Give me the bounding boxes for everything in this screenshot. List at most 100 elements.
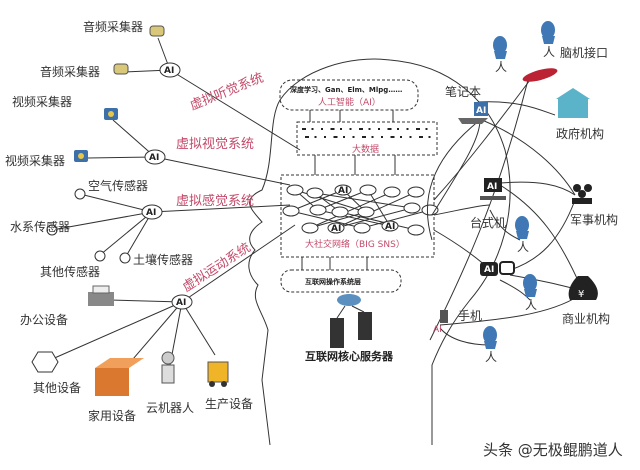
government-building-icon (556, 88, 590, 118)
bci-headset-icon (522, 68, 558, 82)
big-data-dots (302, 128, 431, 138)
data-dot (305, 136, 309, 138)
ai-layer-label: 人工智能（AI） (318, 96, 381, 108)
sensor-node-air (74, 188, 86, 200)
sns-ai-node (334, 184, 352, 196)
sns-node (407, 224, 425, 236)
sns-node (309, 204, 327, 216)
data-dot (397, 128, 399, 130)
sns-node (359, 184, 377, 196)
robot-icon (161, 351, 175, 384)
sns-box (280, 174, 435, 258)
system-vision: 虚拟视觉系统 (176, 137, 254, 152)
sns-ai-node-label: AI (331, 224, 341, 234)
hexagon-icon (31, 351, 59, 373)
person-icon: 人 (493, 36, 507, 74)
label-person: 人 (543, 45, 555, 59)
label-water-sensor: 水系传感器 (10, 219, 70, 234)
sns-ai-node (381, 220, 399, 232)
sns-ai-node (327, 222, 345, 234)
forklift-icon (207, 361, 229, 387)
data-dot (419, 136, 423, 138)
svg-text:AI: AI (484, 265, 494, 275)
data-dot (387, 128, 392, 130)
label-laptop: 笔记本 (445, 84, 481, 99)
head-outline (248, 58, 511, 446)
label-air-sensor: 空气传感器 (88, 178, 148, 193)
watermark: 头条 @无极鲲鹏道人 (483, 441, 623, 459)
data-dot (333, 136, 338, 138)
sns-label: 大社交网络（BIG SNS） (305, 238, 405, 250)
sns-link (361, 209, 431, 229)
left-connections (49, 37, 301, 381)
sns-link (309, 191, 393, 229)
system-motion: 虚拟运动系统 (180, 240, 254, 295)
data-dot (378, 128, 380, 130)
system-hearing: 虚拟听觉系统 (188, 71, 266, 114)
big-data-box (296, 121, 438, 156)
sns-node (301, 222, 319, 234)
sns-node (282, 205, 300, 217)
box-icon (95, 358, 144, 396)
data-dot (428, 136, 431, 138)
sensor-node-other (94, 250, 106, 262)
data-dot (390, 136, 395, 138)
label-soil-sensor: 土壤传感器 (133, 252, 193, 267)
label-person: 人 (495, 60, 507, 74)
sns-node (383, 186, 401, 198)
hub-sensing: AI (141, 204, 163, 220)
label-video-1: 视频采集器 (12, 94, 72, 109)
person-icon: 人 (483, 326, 497, 364)
label-home-device: 家用设备 (88, 408, 136, 423)
ai-methods-text: 深度学习、Gan、Elm、Mlpg…… (290, 85, 402, 94)
svg-text:AI: AI (164, 66, 174, 76)
label-commerce: 商业机构 (562, 311, 610, 326)
data-dot (371, 136, 374, 138)
os-layer-box (280, 269, 402, 293)
label-person: 人 (517, 240, 529, 254)
sns-link (290, 210, 363, 229)
data-dot (340, 128, 342, 130)
data-dot (324, 136, 326, 138)
svg-text:AI: AI (146, 208, 156, 218)
svg-text:AI: AI (487, 182, 497, 192)
data-dot (381, 136, 383, 138)
label-office-device: 办公设备 (20, 312, 68, 327)
audio-collector-icon (113, 63, 129, 75)
camera-icon (74, 150, 88, 162)
hub-vision: AI (144, 149, 166, 165)
right-connections (426, 79, 581, 346)
sns-link (290, 189, 344, 212)
label-audio-2: 音频采集器 (40, 64, 100, 79)
data-dot (321, 128, 323, 130)
label-audio-1: 音频采集器 (83, 19, 143, 34)
svg-text:AI: AI (176, 298, 186, 308)
sns-node (306, 187, 324, 199)
data-dot (330, 128, 335, 130)
ai-layer-box (279, 79, 419, 111)
data-dot (368, 128, 371, 130)
data-dot (400, 136, 402, 138)
label-person: 人 (485, 350, 497, 364)
person-icon: 人 (541, 21, 555, 59)
printer-icon (88, 285, 114, 306)
router-icon (337, 294, 361, 306)
audio-collector-icon (149, 25, 165, 37)
sns-link (317, 189, 369, 211)
sns-link (335, 207, 413, 229)
sns-link (294, 189, 367, 213)
money-bag-icon: ¥ (568, 276, 598, 300)
server-icon (330, 305, 372, 348)
label-video-2: 视频采集器 (5, 153, 65, 168)
sns-link (314, 192, 413, 209)
vr-glasses-icon: AI (480, 261, 515, 276)
camera-icon (104, 108, 118, 120)
sns-node (286, 184, 304, 196)
label-cloud-robot: 云机器人 (146, 401, 194, 415)
label-government: 政府机构 (556, 126, 604, 141)
svg-text:AI: AI (149, 153, 159, 163)
label-bci: 脑机接口 (560, 45, 608, 60)
